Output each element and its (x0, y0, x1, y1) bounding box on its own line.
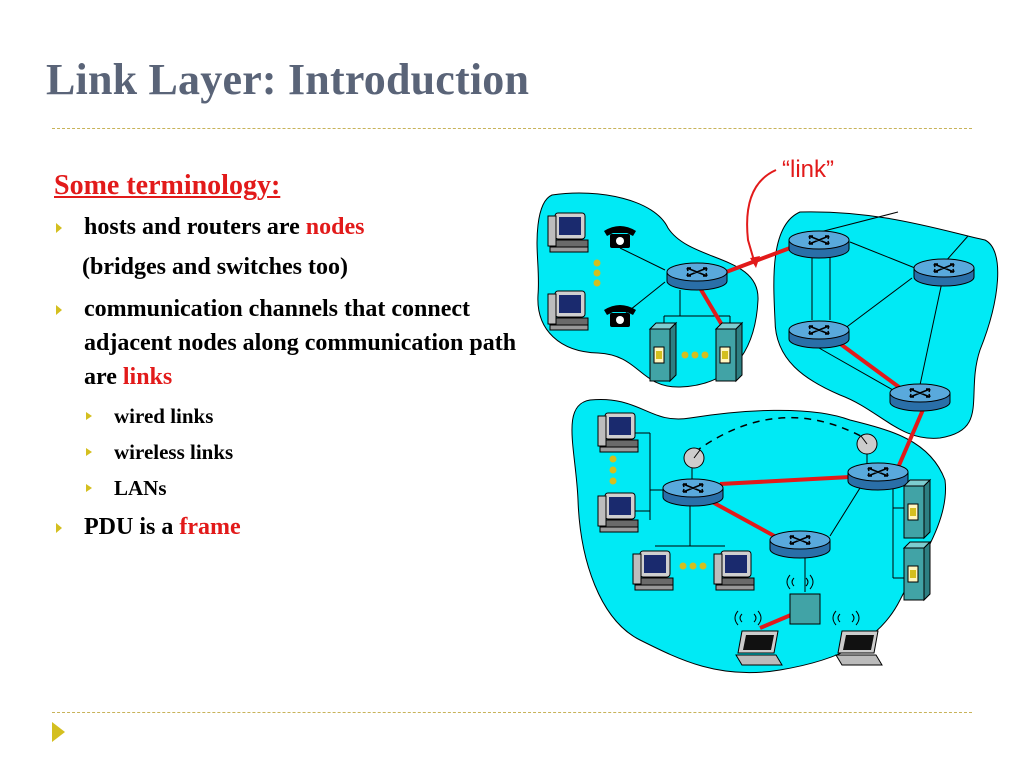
term-links: links (122, 364, 173, 390)
bullet-arrow-icon (86, 484, 92, 492)
router-icon (889, 383, 951, 412)
router-icon (662, 478, 724, 507)
arrowhead-icon (750, 256, 760, 268)
slide-title: Link Layer: Introduction (46, 55, 530, 104)
network-diagram: “link” (536, 156, 999, 674)
network-cloud (536, 192, 759, 388)
bullet-links: communication channels that connect adja… (54, 292, 524, 394)
bullet-pdu-text: PDU is a (84, 514, 180, 540)
bottom-divider (52, 712, 972, 713)
laptop-icon (735, 630, 783, 666)
router-icon (666, 262, 728, 291)
bullet-pdu: PDU is a frame (54, 510, 524, 544)
router-icon (769, 530, 831, 559)
sub-bullet-wireless: wireless links (54, 436, 524, 468)
terminology-heading: Some terminology: (54, 170, 281, 201)
router-icon (913, 258, 975, 287)
sub-bullet-text: wireless links (114, 440, 234, 464)
bullet-nodes-text: hosts and routers are (84, 214, 306, 240)
server-icon (903, 479, 931, 539)
desktop-computer-icon (547, 290, 589, 331)
bullet-arrow-icon (56, 305, 62, 315)
bullet-links-text: communication channels that connect adja… (84, 296, 517, 390)
slide-content: Some terminology: hosts and routers are … (54, 170, 524, 550)
satellite-dish-icon (856, 433, 878, 455)
satellite-dish-icon (683, 447, 705, 469)
router-icon (788, 230, 850, 259)
bullet-nodes: hosts and routers are nodes (54, 210, 524, 244)
slide-corner-arrow-icon (52, 722, 65, 742)
link-label: “link” (782, 156, 834, 183)
wireless-link (694, 416, 869, 453)
server-icon (649, 322, 677, 382)
term-nodes: nodes (305, 214, 365, 240)
desktop-computer-icon (597, 492, 639, 533)
bullet-arrow-icon (56, 223, 62, 233)
router-icon (847, 462, 909, 491)
desktop-computer-icon (597, 412, 639, 453)
server-icon (903, 541, 931, 601)
desktop-computer-icon (547, 212, 589, 253)
server-icon (715, 322, 743, 382)
sub-bullet-lans: LANs (54, 472, 524, 504)
desktop-computer-icon (632, 550, 674, 591)
desktop-computer-icon (713, 550, 755, 591)
sub-bullet-text: LANs (114, 476, 167, 500)
laptop-icon (835, 630, 883, 666)
top-divider (52, 128, 972, 129)
router-icon (788, 320, 850, 349)
bullet-arrow-icon (86, 448, 92, 456)
link-callout-arrow (746, 169, 777, 265)
ellipsis-dots (593, 259, 709, 570)
bullet-arrow-icon (86, 412, 92, 420)
bridges-note: (bridges and switches too) (82, 254, 349, 280)
term-frame: frame (179, 514, 241, 540)
sub-bullet-text: wired links (114, 404, 214, 428)
bullet-arrow-icon (56, 523, 62, 533)
access-point-icon (789, 593, 821, 625)
sub-bullet-wired: wired links (54, 400, 524, 432)
